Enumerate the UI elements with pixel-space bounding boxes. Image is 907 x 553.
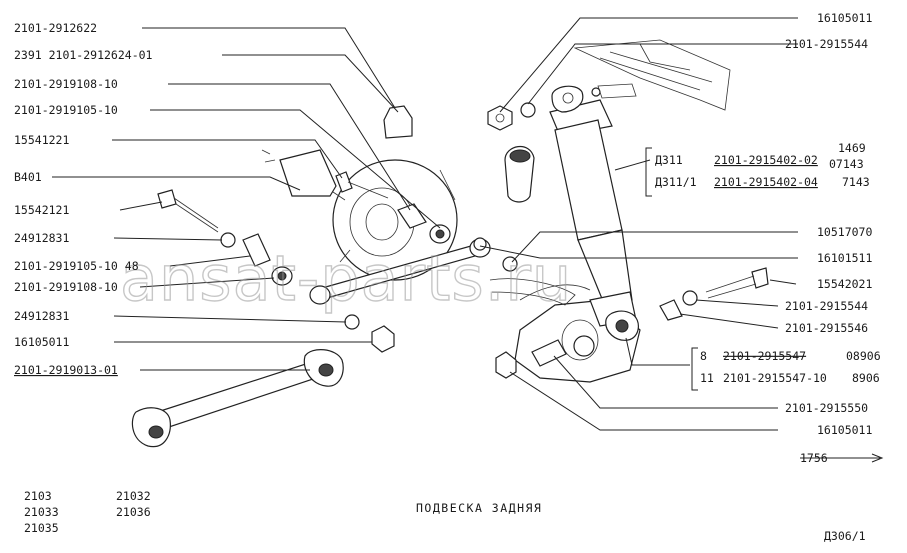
- part-label: 2101-2915550: [785, 401, 868, 415]
- model-code: 21036: [116, 505, 151, 519]
- model-code: 21033: [24, 505, 59, 519]
- part-label: 2101-2919013-01: [14, 363, 118, 377]
- model-code: 2103: [24, 489, 52, 503]
- bushing-part: 2101-2915547-10: [723, 371, 827, 385]
- part-label: 10517070: [817, 225, 872, 239]
- part-label: 15542121: [14, 203, 69, 217]
- part-label: 16105011: [14, 335, 69, 349]
- shock-part: 2101-2915402-04: [714, 175, 818, 189]
- lower-link-arm: [131, 349, 344, 448]
- part-label: 2101-2912622: [14, 21, 97, 35]
- part-label: 2101-2919108-10: [14, 77, 118, 91]
- page-ref: 1756: [800, 451, 828, 465]
- right-labels: 16105011 2101-2915544 10517070 16101511 …: [785, 11, 872, 437]
- shock-number: 1469: [838, 141, 866, 155]
- bushing-number: 08906: [846, 349, 881, 363]
- table-brackets: [645, 147, 698, 391]
- part-label: 2101-2915544: [785, 299, 868, 313]
- footer: 1756 2103 21033 21035 21032 21036 ПОДВЕС…: [24, 451, 866, 543]
- shock-part: 2101-2915402-02: [714, 153, 818, 167]
- part-label: 15542021: [817, 277, 872, 291]
- small-parts: [157, 102, 769, 379]
- part-label: 2101-2915546: [785, 321, 868, 335]
- shock-number: 7143: [842, 175, 870, 189]
- model-code: 21032: [116, 489, 151, 503]
- part-label: 2391 2101-2912624-01: [14, 48, 153, 62]
- bushing-part: 2101-2915547: [723, 349, 806, 363]
- part-label: 2101-2919105-10 48: [14, 259, 139, 273]
- part-label: 24912831: [14, 309, 69, 323]
- shock-table: Д311 2101-2915402-02 1469 07143 Д311/1 2…: [655, 141, 870, 189]
- bushing-number: 8906: [852, 371, 880, 385]
- bushing-qty: 11: [700, 371, 714, 385]
- shock-variant: Д311/1: [655, 175, 697, 189]
- axle-housing-left: [261, 149, 458, 281]
- shock-number: 07143: [829, 157, 864, 171]
- page-title: ПОДВЕСКА ЗАДНЯЯ: [416, 501, 542, 515]
- part-label: 16105011: [817, 423, 872, 437]
- part-label: 2101-2919105-10: [14, 103, 118, 117]
- part-label: 15541221: [14, 133, 69, 147]
- shock-variant: Д311: [655, 153, 683, 167]
- body-mount-fragment: [573, 39, 731, 111]
- bushing-table: 8 2101-2915547 08906 11 2101-2915547-10 …: [700, 349, 881, 385]
- bushing-qty: 8: [700, 349, 707, 363]
- shock-absorber: [549, 85, 639, 341]
- part-label: 16105011: [817, 11, 872, 25]
- part-label: 16101511: [817, 251, 872, 265]
- drawing-code: Д306/1: [824, 529, 866, 543]
- part-label: 24912831: [14, 231, 69, 245]
- upper-link-rod: [309, 238, 576, 306]
- watermark: ansat-parts.ru: [120, 242, 572, 315]
- part-label: 2101-2915544: [785, 37, 868, 51]
- part-label: 2101-2919108-10: [14, 280, 118, 294]
- part-label: B401: [14, 170, 42, 184]
- left-labels: 2101-2912622 2391 2101-2912624-01 2101-2…: [14, 21, 153, 377]
- model-code: 21035: [24, 521, 59, 535]
- leader-lines: [52, 17, 884, 463]
